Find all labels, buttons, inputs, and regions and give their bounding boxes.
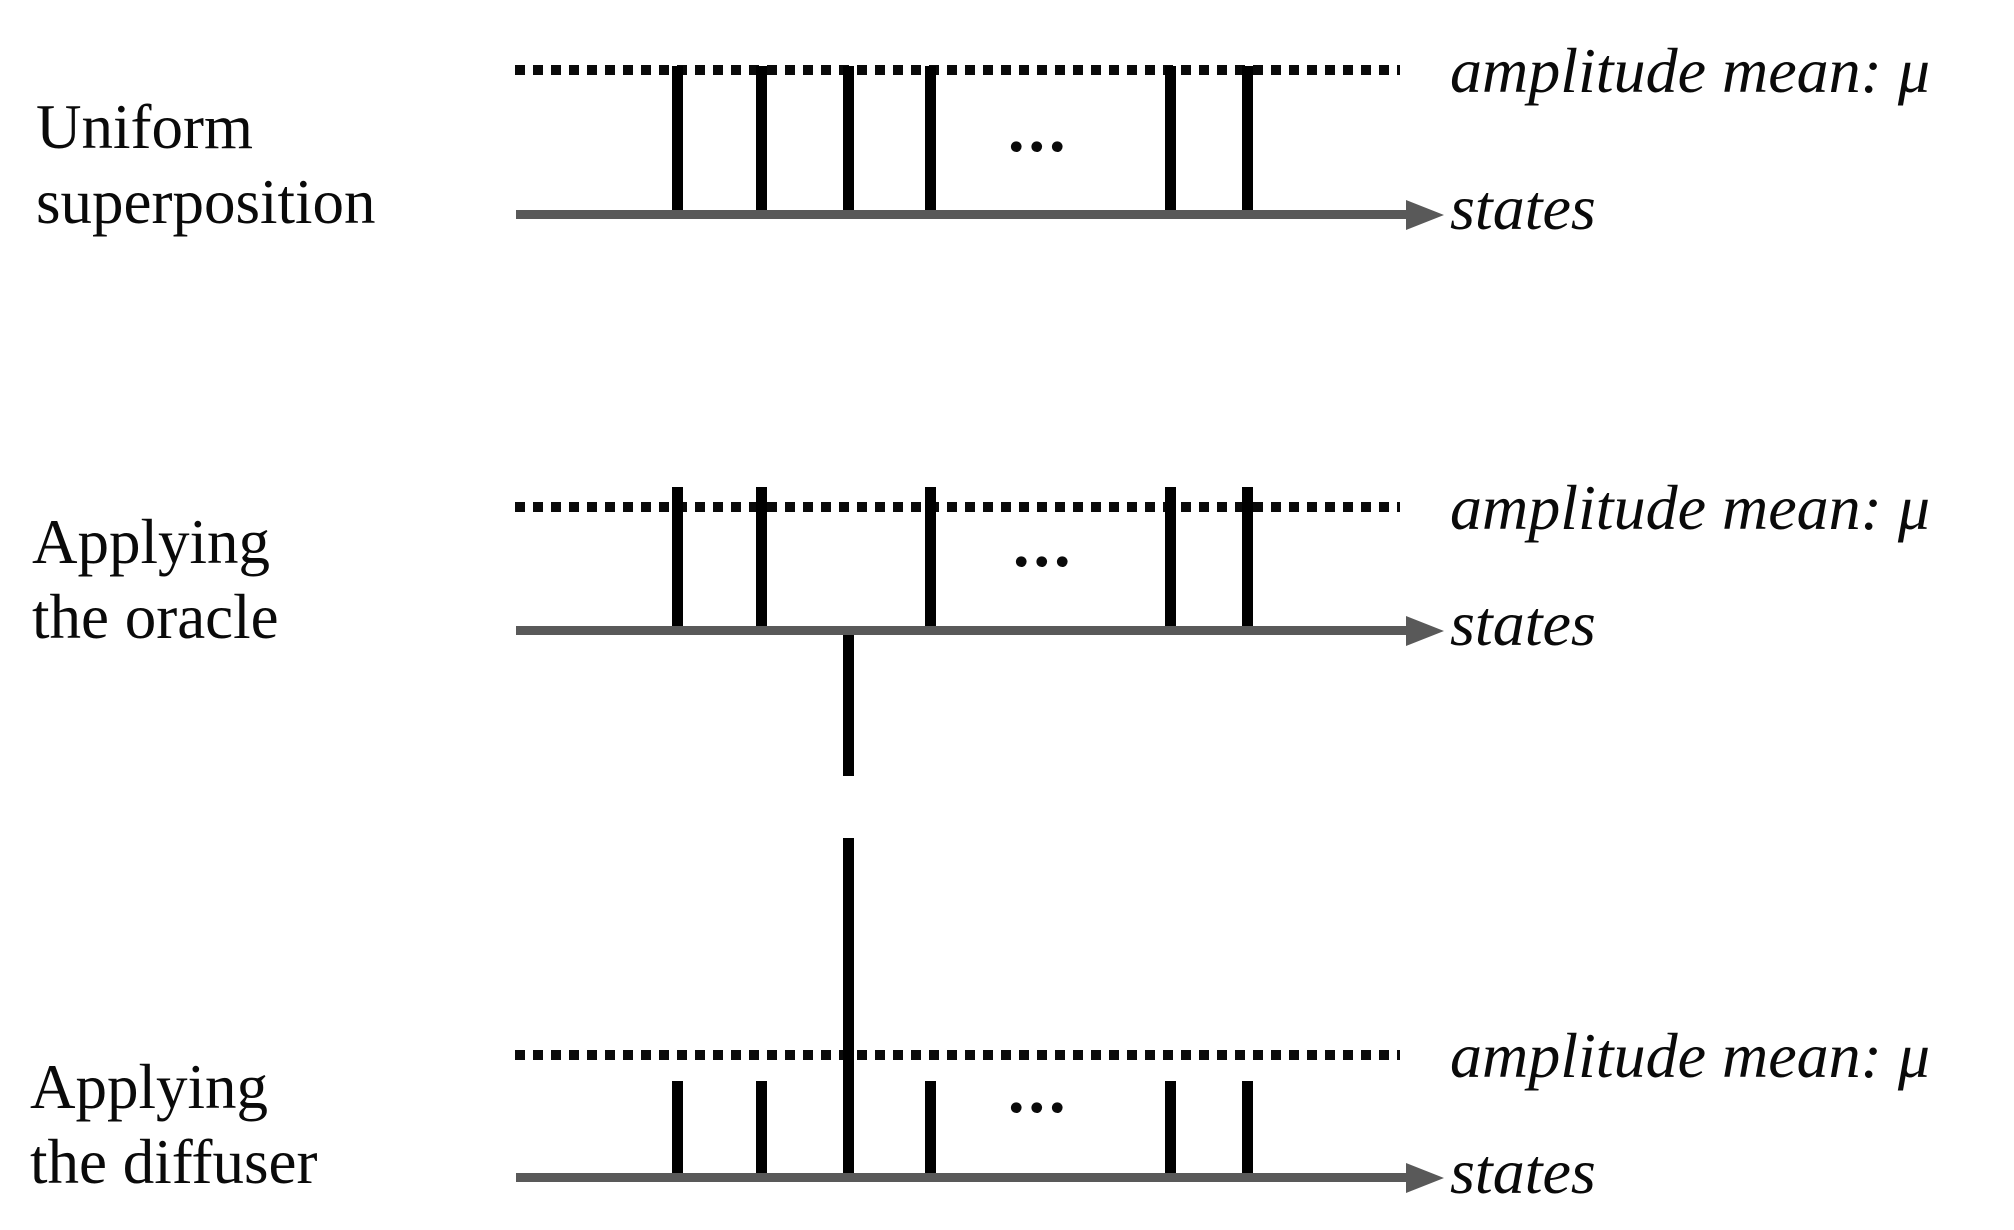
amplitude-mean-label: amplitude mean: μ: [1450, 35, 1931, 106]
amplitude-bar: [1165, 1081, 1176, 1182]
amplitude-bar: [843, 838, 854, 1182]
amplitude-bar: [672, 487, 683, 635]
panel-title-line-1: Uniform: [36, 92, 253, 162]
panel-title-line-2: the oracle: [32, 582, 279, 652]
amplitude-bar: [756, 487, 767, 635]
amplitude-bar: [925, 487, 936, 635]
amplitude-bar: [925, 1081, 936, 1182]
amplitude-mean-dotted-line: [515, 502, 1400, 512]
panel-title: Applying the oracle: [32, 505, 279, 655]
ellipsis-dots: ...: [1013, 508, 1075, 581]
amplitude-mean-label: amplitude mean: μ: [1450, 1020, 1931, 1091]
amplitude-bar: [1165, 487, 1176, 635]
states-axis-label: states: [1450, 1136, 1596, 1207]
states-axis-line: [516, 626, 1406, 635]
amplitude-bar: [672, 1081, 683, 1182]
states-axis-label: states: [1450, 588, 1596, 659]
amplitude-bar: [1165, 66, 1176, 219]
panel-title-line-2: superposition: [36, 167, 376, 237]
states-axis-line: [516, 1173, 1406, 1182]
panel-title-line-1: Applying: [30, 1052, 269, 1122]
amplitude-bar: [672, 66, 683, 219]
ellipsis-dots: ...: [1008, 93, 1070, 166]
amplitude-bar: [1242, 1081, 1253, 1182]
panel-title-line-1: Applying: [32, 507, 271, 577]
amplitude-bar: [756, 1081, 767, 1182]
panel-title-line-2: the diffuser: [30, 1127, 318, 1197]
amplitude-mean-dotted-line: [515, 1050, 1400, 1060]
states-axis-arrowhead-icon: [1406, 1162, 1444, 1193]
amplitude-mean-label: amplitude mean: μ: [1450, 472, 1931, 543]
states-axis-arrowhead-icon: [1406, 199, 1444, 230]
states-axis-line: [516, 210, 1406, 219]
ellipsis-dots: ...: [1008, 1054, 1070, 1127]
panel-title: Uniform superposition: [36, 90, 376, 240]
amplitude-bar: [1242, 487, 1253, 635]
states-axis-label: states: [1450, 172, 1596, 243]
amplitude-bar: [843, 66, 854, 219]
amplitude-bar: [1242, 66, 1253, 219]
amplitude-bar: [925, 66, 936, 219]
states-axis-arrowhead-icon: [1406, 615, 1444, 646]
amplitude-mean-dotted-line: [515, 65, 1400, 75]
amplitude-bar: [756, 66, 767, 219]
amplitude-bar: [843, 633, 854, 776]
panel-title: Applying the diffuser: [30, 1050, 318, 1200]
